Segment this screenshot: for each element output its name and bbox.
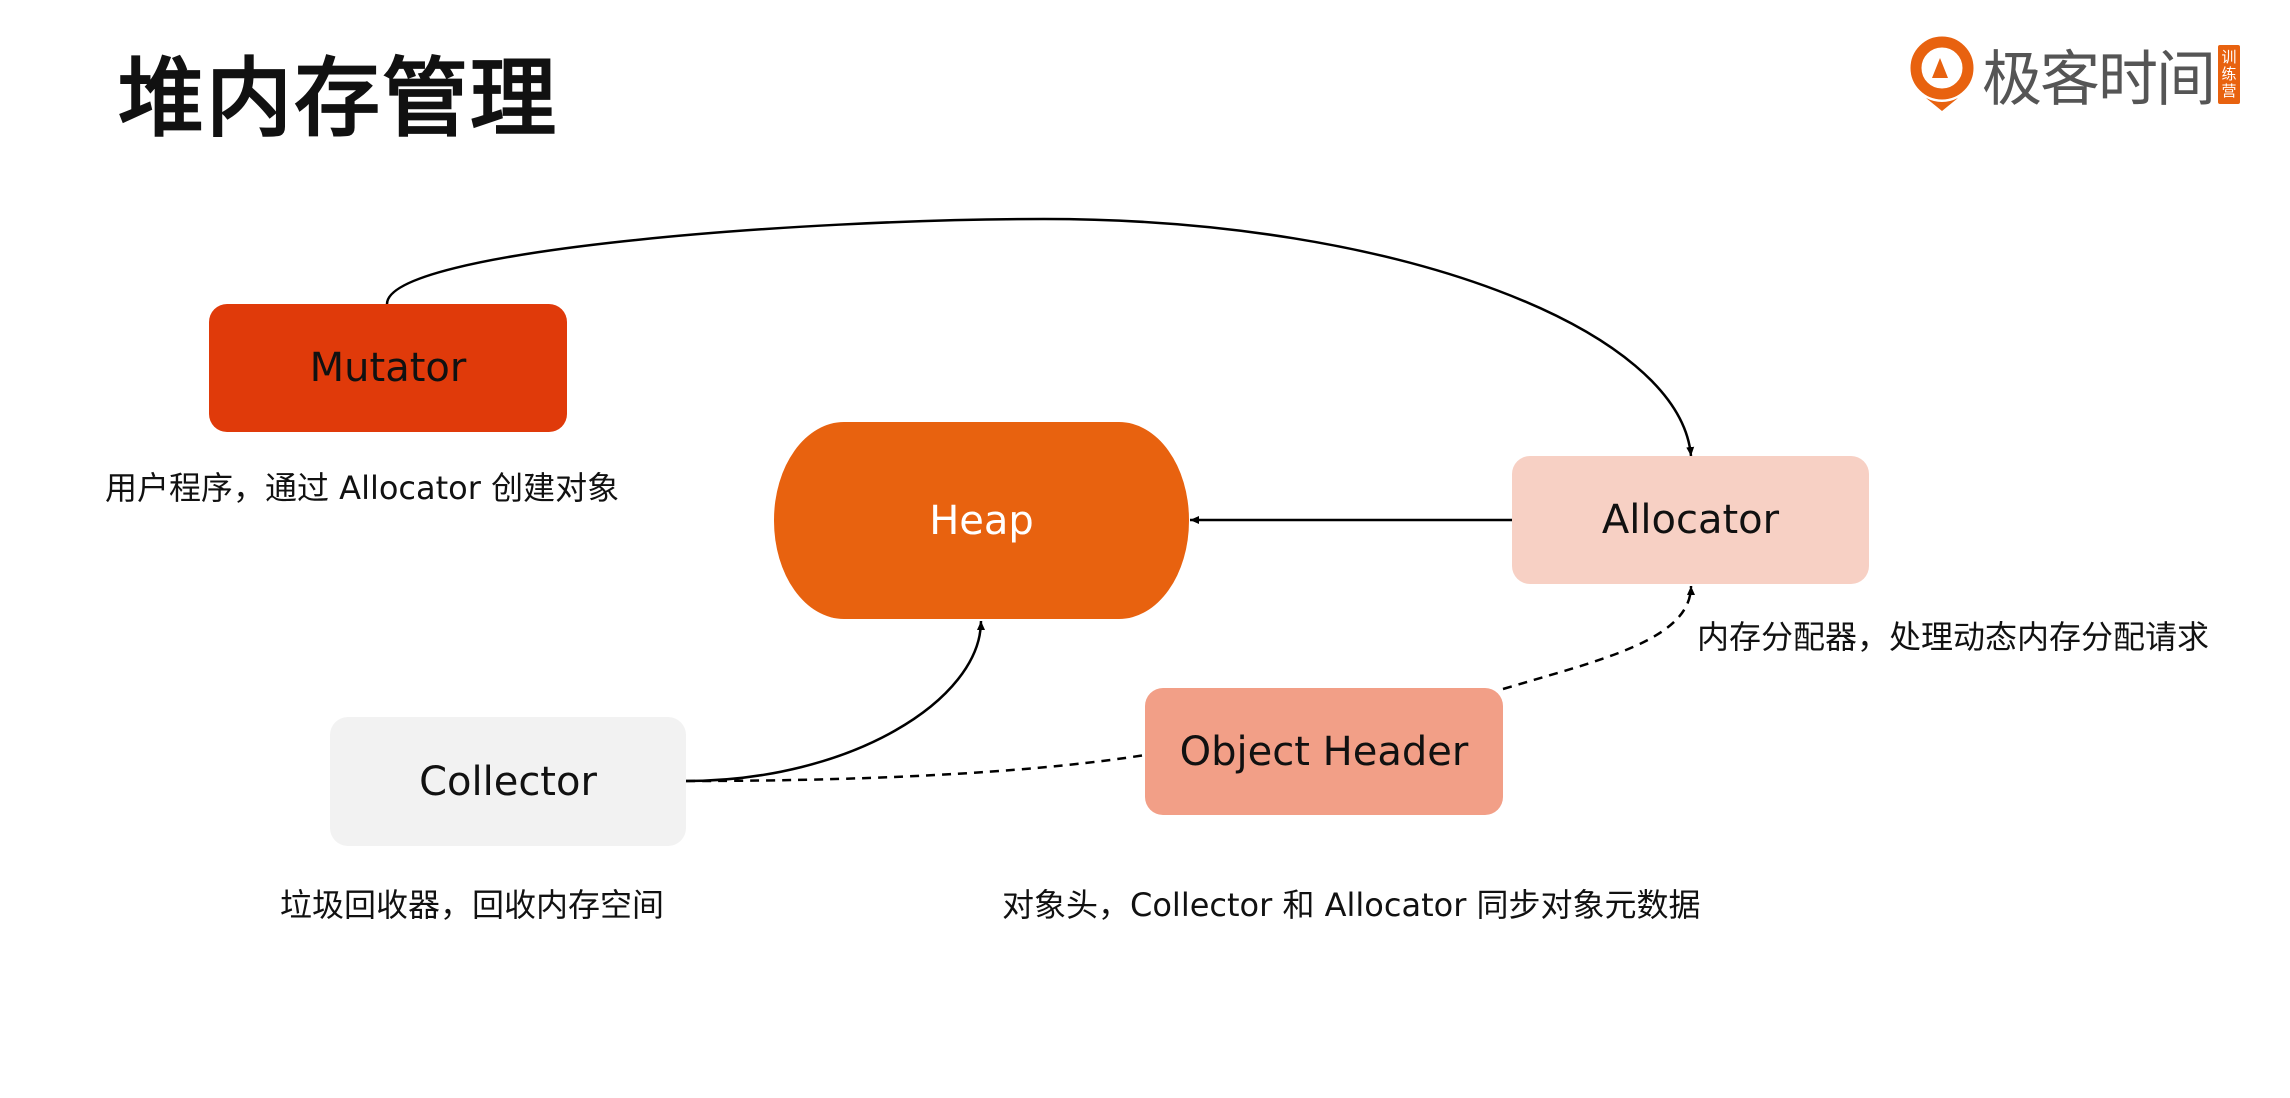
edge-mutator-allocator	[385, 217, 1695, 457]
allocator-label: Allocator	[1601, 497, 1780, 543]
collector-caption: 垃圾回收器，回收内存空间	[280, 886, 665, 924]
logo-text: 极客时间	[1982, 44, 2216, 115]
allocator-caption: 内存分配器，处理动态内存分配请求	[1697, 618, 2210, 656]
edge-collector-objectheader	[685, 753, 1146, 783]
object-header-caption: 对象头，Collector 和 Allocator 同步对象元数据	[1002, 886, 1701, 924]
allocator-node: Allocator	[1512, 456, 1869, 584]
edge-objectheader-allocator	[1502, 585, 1695, 691]
mutator-caption: 用户程序，通过 Allocator 创建对象	[105, 469, 620, 507]
page-title: 堆内存管理	[118, 49, 558, 149]
object-header-node: Object Header	[1145, 688, 1503, 815]
heap-node: Heap	[774, 422, 1189, 619]
heap-label: Heap	[929, 497, 1034, 544]
logo-icon	[1910, 36, 1974, 111]
mutator-node: Mutator	[209, 304, 567, 432]
collector-label: Collector	[419, 758, 597, 805]
logo-badge: 训练营	[2218, 44, 2240, 104]
object-header-label: Object Header	[1179, 728, 1469, 775]
collector-node: Collector	[330, 717, 686, 846]
logo: 极客时间 训练营	[1910, 36, 2240, 115]
edge-collector-heap	[685, 620, 985, 783]
mutator-label: Mutator	[309, 345, 467, 391]
